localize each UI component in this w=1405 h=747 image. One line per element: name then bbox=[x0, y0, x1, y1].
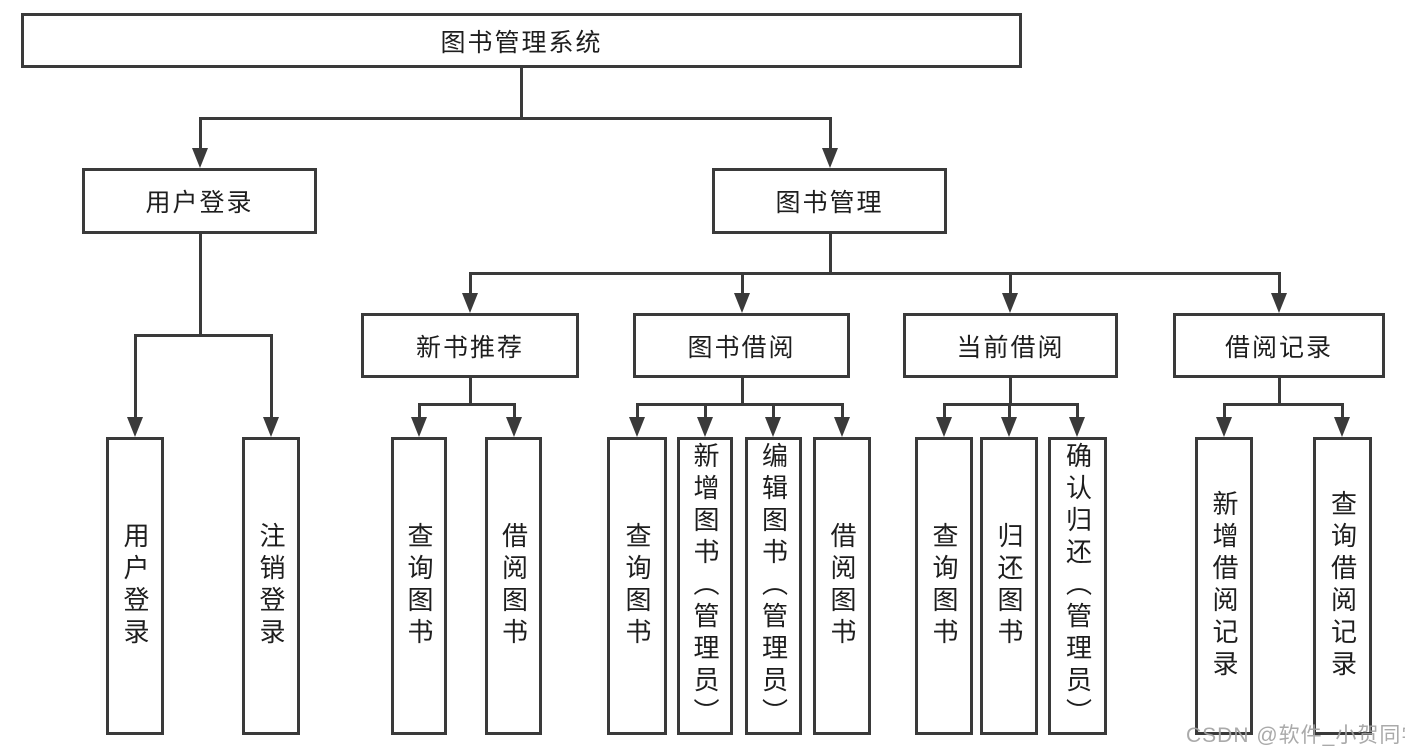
connector-drop-line bbox=[468, 273, 472, 299]
connector-drop-line bbox=[1222, 404, 1226, 423]
node-label: 用户登录 bbox=[120, 522, 150, 650]
connector-drop-line bbox=[703, 404, 707, 423]
connector-horizontal-line bbox=[133, 333, 273, 337]
connector-drop-line bbox=[840, 404, 844, 423]
node-borrow-books: 借阅图书 bbox=[813, 437, 871, 735]
arrow-down-icon bbox=[1001, 417, 1017, 437]
node-label: 新增借阅记录 bbox=[1209, 490, 1239, 682]
node-borrow-books-recommend: 借阅图书 bbox=[485, 437, 542, 735]
arrow-down-icon bbox=[629, 417, 645, 437]
node-query-books-current: 查询图书 bbox=[915, 437, 973, 735]
arrow-down-icon bbox=[734, 293, 750, 313]
arrow-down-icon bbox=[192, 148, 208, 168]
node-return-books: 归还图书 bbox=[980, 437, 1038, 735]
connector-vertical-line bbox=[1008, 378, 1012, 405]
node-query-books-borrowing: 查询图书 bbox=[607, 437, 667, 735]
connector-drop-line bbox=[942, 404, 946, 423]
connector-drop-line bbox=[771, 404, 775, 423]
connector-drop-line bbox=[635, 404, 639, 423]
node-book-management: 图书管理 bbox=[712, 168, 947, 234]
connector-vertical-line bbox=[1277, 378, 1281, 405]
arrow-down-icon bbox=[127, 417, 143, 437]
node-label: 编辑图书（管理员） bbox=[758, 442, 789, 730]
node-label: 当前借阅 bbox=[956, 333, 1065, 362]
connector-horizontal-line bbox=[417, 402, 516, 406]
node-label: 新书推荐 bbox=[415, 333, 524, 362]
arrow-down-icon bbox=[765, 417, 781, 437]
node-edit-books-admin: 编辑图书（管理员） bbox=[745, 437, 802, 735]
node-book-borrowing: 图书借阅 bbox=[633, 313, 850, 378]
connector-horizontal-line bbox=[1222, 402, 1344, 406]
connector-horizontal-line bbox=[198, 116, 832, 120]
arrow-down-icon bbox=[1002, 293, 1018, 313]
node-label: 新增图书（管理员） bbox=[690, 442, 720, 730]
arrow-down-icon bbox=[462, 293, 478, 313]
connector-drop-line bbox=[512, 404, 516, 423]
node-label: 图书管理系统 bbox=[440, 28, 603, 57]
connector-horizontal-line bbox=[635, 402, 844, 406]
connector-drop-line bbox=[1075, 404, 1079, 423]
connector-vertical-line bbox=[198, 234, 202, 336]
connector-drop-line bbox=[269, 335, 273, 423]
node-add-borrowing-record: 新增借阅记录 bbox=[1195, 437, 1253, 735]
connector-vertical-line bbox=[468, 378, 472, 405]
node-label: 图书借阅 bbox=[687, 333, 796, 362]
connector-drop-line bbox=[1340, 404, 1344, 423]
arrow-down-icon bbox=[263, 417, 279, 437]
node-add-books-admin: 新增图书（管理员） bbox=[677, 437, 733, 735]
connector-horizontal-line bbox=[468, 271, 1281, 275]
node-user-login-leaf: 用户登录 bbox=[106, 437, 164, 735]
node-label: 归还图书 bbox=[994, 522, 1024, 650]
node-current-borrowing: 当前借阅 bbox=[903, 313, 1118, 378]
connector-drop-line bbox=[1277, 273, 1281, 299]
node-label: 图书管理 bbox=[775, 189, 884, 217]
node-label: 查询借阅记录 bbox=[1327, 490, 1358, 682]
arrow-down-icon bbox=[506, 417, 522, 437]
node-confirm-return-admin: 确认归还（管理员） bbox=[1048, 437, 1107, 735]
connector-vertical-line bbox=[519, 66, 523, 119]
arrow-down-icon bbox=[1271, 293, 1287, 313]
arrow-down-icon bbox=[1069, 417, 1085, 437]
connector-horizontal-line bbox=[942, 402, 1079, 406]
arrow-down-icon bbox=[411, 417, 427, 437]
node-borrowing-records: 借阅记录 bbox=[1173, 313, 1385, 378]
node-new-book-recommendation: 新书推荐 bbox=[361, 313, 579, 378]
node-query-borrowing-record: 查询借阅记录 bbox=[1313, 437, 1372, 735]
node-library-management-system: 图书管理系统 bbox=[21, 13, 1022, 68]
arrow-down-icon bbox=[697, 417, 713, 437]
arrow-down-icon bbox=[1216, 417, 1232, 437]
node-user-login: 用户登录 bbox=[82, 168, 317, 234]
connector-drop-line bbox=[740, 273, 744, 299]
connector-drop-line bbox=[1007, 404, 1011, 423]
arrow-down-icon bbox=[834, 417, 850, 437]
node-label: 确认归还（管理员） bbox=[1062, 442, 1093, 730]
arrow-down-icon bbox=[822, 148, 838, 168]
connector-drop-line bbox=[828, 118, 832, 154]
connector-drop-line bbox=[417, 404, 421, 423]
node-logout: 注销登录 bbox=[242, 437, 300, 735]
node-label: 查询图书 bbox=[929, 522, 959, 650]
connector-drop-line bbox=[1008, 273, 1012, 299]
node-label: 查询图书 bbox=[404, 522, 434, 650]
connector-vertical-line bbox=[828, 234, 832, 274]
node-label: 注销登录 bbox=[256, 522, 286, 650]
arrow-down-icon bbox=[1334, 417, 1350, 437]
node-label: 查询图书 bbox=[622, 522, 652, 650]
node-label: 借阅图书 bbox=[498, 522, 529, 650]
node-label: 借阅图书 bbox=[827, 522, 857, 650]
node-label: 用户登录 bbox=[145, 189, 254, 217]
connector-drop-line bbox=[133, 335, 137, 423]
arrow-down-icon bbox=[936, 417, 952, 437]
connector-drop-line bbox=[198, 118, 202, 154]
node-query-books-recommend: 查询图书 bbox=[391, 437, 447, 735]
node-label: 借阅记录 bbox=[1224, 333, 1333, 362]
csdn-watermark: CSDN @软件_小贺同学 bbox=[1186, 724, 1405, 747]
connector-vertical-line bbox=[740, 378, 744, 405]
